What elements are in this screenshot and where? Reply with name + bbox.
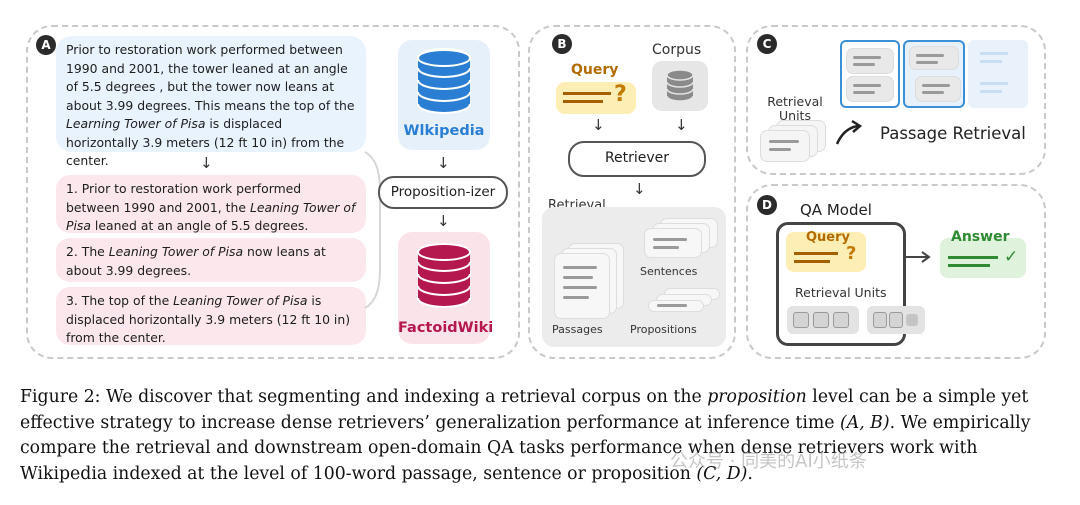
passage-card (915, 76, 961, 102)
query-line (563, 100, 603, 103)
check-icon: ✓ (1004, 247, 1019, 267)
query-label: Query (571, 62, 619, 78)
text-segment: is displaced horizontally 3.9 meters (12… (66, 293, 351, 345)
proposition-3-text: 3. The top of the Leaning Tower of Pisa … (66, 293, 350, 345)
italic-text: Leaning Tower of Pisa (108, 244, 244, 259)
arrow-down-icon: ↓ (675, 116, 688, 134)
text-segment: Prior to restoration work performed betw… (66, 42, 355, 113)
retrieval-units-label: Retrieval Units (767, 94, 823, 123)
passage-doc (554, 253, 610, 319)
unit-group-2 (867, 306, 925, 334)
unit-group-1 (787, 306, 859, 334)
connector-lines (364, 151, 381, 309)
proposition-1: 1. Prior to restoration work performed b… (56, 175, 366, 233)
passage-card (846, 76, 894, 102)
panel-b-badge: B (552, 34, 572, 54)
question-mark-icon: ? (846, 243, 857, 264)
italic-text: Leaning Tower of Pisa (173, 293, 308, 308)
unit-doc (760, 130, 810, 162)
query-line (563, 92, 611, 95)
wikipedia-label: Wlkipedia (403, 123, 485, 139)
proposition-doc (648, 300, 704, 312)
italic-text: proposition (707, 387, 807, 407)
proposition-3: 3. The top of the Leaning Tower of Pisa … (56, 287, 366, 345)
text-segment: level can be a simple yet effective stra… (20, 387, 1029, 433)
retriever-box: Retriever (568, 141, 706, 177)
propositions-label: Propositions (630, 323, 697, 336)
passage-card-faded (968, 40, 1028, 108)
passage-retrieval-label: Passage Retrieval (880, 124, 1026, 143)
panel-d-badge: D (757, 195, 777, 215)
factoidwiki-label: FactoidWiki (398, 320, 494, 336)
arrow-right-icon (906, 251, 931, 263)
answer-line (948, 264, 990, 267)
text-segment: now leans at about 3.99 degrees. (66, 244, 326, 278)
arrow-down-icon: ↓ (633, 180, 646, 198)
source-passage: Prior to restoration work performed betw… (56, 36, 366, 168)
qa-model-label: QA Model (800, 201, 872, 219)
figure-caption: Figure 2: We discover that segmenting an… (20, 385, 1060, 487)
database-icon (417, 48, 471, 114)
passages-label: Passages (552, 323, 603, 336)
text-segment: 3. The top of the (66, 293, 174, 308)
database-icon (666, 69, 694, 102)
retrieval-units-label: Retrieval Units (795, 285, 887, 300)
panel-a (26, 25, 520, 359)
text-segment: 2. The (66, 244, 109, 259)
watermark: 公众号 · 同美的AI小纸条 (670, 451, 867, 472)
passage-card (846, 48, 894, 74)
italic-text: Leaning Tower of Pisa (66, 199, 356, 234)
proposition-2-text: 2. The Leaning Tower of Pisa now leans a… (66, 244, 326, 278)
italic-text: (C, D) (696, 463, 748, 484)
corpus-label: Corpus (652, 42, 702, 58)
proposition-2: 2. The Leaning Tower of Pisa now leans a… (56, 238, 366, 282)
italic-text: (A, B) (839, 412, 890, 433)
arrow-down-icon: ↓ (200, 154, 213, 172)
proposition-1-text: 1. Prior to restoration work performed b… (66, 181, 355, 233)
panel-d (746, 184, 1046, 359)
panel-a-badge: A (36, 35, 56, 55)
text-segment: . (747, 463, 753, 484)
sentences-label: Sentences (640, 265, 698, 278)
arrow-down-icon: ↓ (592, 116, 605, 134)
passage-card (909, 46, 959, 70)
curved-arrow-icon (835, 119, 863, 145)
text-segment: Figure 2: We discover that segmenting an… (20, 387, 708, 407)
text-segment: . We empirically compare the retrieval a… (20, 412, 1031, 484)
question-mark-icon: ? (614, 82, 627, 107)
query-line (794, 260, 830, 263)
panel-b (528, 25, 736, 359)
text-segment: 1. Prior to restoration work performed b… (66, 181, 302, 215)
arrow-down-icon: ↓ (437, 212, 450, 230)
database-icon (417, 243, 471, 308)
arrow-down-icon: ↓ (437, 154, 450, 172)
query-box (556, 82, 636, 114)
text-segment: leaned at an angle of 5.5 degrees. (90, 218, 309, 233)
propositionizer-box: Proposition-izer (378, 176, 508, 209)
source-passage-text: Prior to restoration work performed betw… (66, 42, 355, 168)
sentence-doc (644, 228, 702, 258)
answer-line (948, 256, 998, 259)
query-line (794, 252, 838, 255)
italic-text: Learning Tower of Pisa (66, 116, 206, 131)
panel-c (746, 25, 1046, 175)
panel-c-badge: C (757, 34, 777, 54)
text-segment: is displaced horizontally 3.9 meters (12… (66, 116, 345, 168)
answer-label: Answer (951, 229, 1010, 245)
query-label: Query (806, 230, 851, 245)
